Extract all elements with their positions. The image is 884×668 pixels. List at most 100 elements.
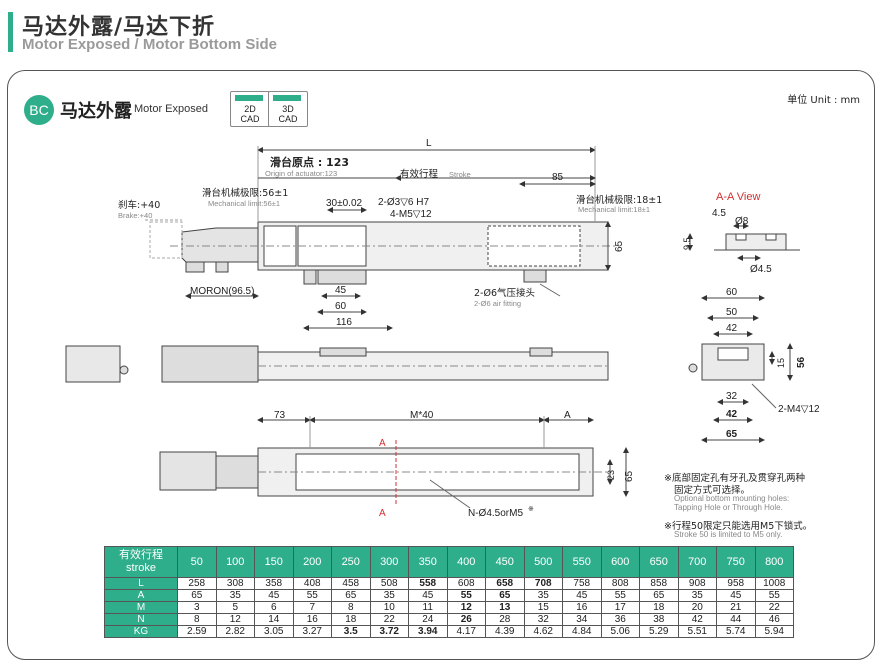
moron-dim: MORON(96.5) [190, 286, 254, 297]
stroke-col: 200 [292, 546, 332, 578]
bottom-view [159, 416, 629, 509]
table-cell: 358 [254, 577, 294, 590]
table-cell: 2.82 [215, 625, 255, 638]
table-cell: 45 [562, 589, 602, 602]
table-cell: 858 [639, 577, 679, 590]
table-cell: 65 [331, 589, 371, 602]
table-row: L 258 308 358 408 458 508 558 608 658 70… [104, 577, 794, 590]
table-cell: 12 [446, 601, 486, 614]
end-tap-spec: 2-M4▽12 [778, 404, 820, 415]
dim-85: 85 [552, 172, 564, 183]
stroke-col: 400 [446, 546, 486, 578]
n-hole-spec: N-Ø4.5orM5 [468, 508, 523, 519]
table-cell: 12 [215, 613, 255, 626]
table-cell: 26 [446, 613, 486, 626]
cad-3d-label: 3D [282, 104, 294, 114]
table-cell: 908 [677, 577, 717, 590]
table-cell: 34 [562, 613, 602, 626]
table-cell: 3.27 [292, 625, 332, 638]
stroke-cn: 有效行程 [400, 168, 439, 180]
note-mounting-cn: ※底部固定孔有牙孔及贯穿孔两种 [664, 473, 805, 484]
table-cell: 16 [292, 613, 332, 626]
dim-L: L [426, 138, 432, 149]
table-cell: 11 [408, 601, 448, 614]
table-cell: 6 [254, 601, 294, 614]
table-cell: 21 [716, 601, 756, 614]
end-dim-56: 56 [796, 356, 807, 368]
table-cell: 45 [716, 589, 756, 602]
table-cell: 13 [485, 601, 525, 614]
air-fitting-en: 2-Ø6 air fitting [474, 299, 521, 308]
end-dim-50: 50 [726, 307, 738, 318]
aa-dim-9-5: 9.5 [682, 237, 692, 250]
top-view [145, 146, 620, 331]
spec-panel: BC 马达外露 Motor Exposed 2D CAD 3D CAD 单位 U… [7, 70, 875, 660]
table-cell: 5.51 [677, 625, 717, 638]
stroke-col: 600 [600, 546, 640, 578]
table-cell: 308 [215, 577, 255, 590]
header-accent-bar [8, 12, 13, 52]
stroke-col: 550 [562, 546, 602, 578]
table-cell: 55 [292, 589, 332, 602]
stroke-col: 500 [523, 546, 563, 578]
end-dim-15: 15 [776, 358, 786, 368]
table-cell: 508 [369, 577, 409, 590]
table-cell: 18 [639, 601, 679, 614]
aa-dim-d4-5: Ø4.5 [750, 264, 772, 275]
table-cell: 32 [523, 613, 563, 626]
row-label-KG: KG [104, 625, 178, 638]
front-view [65, 345, 609, 383]
dim-73: 73 [274, 410, 286, 421]
table-cell: 65 [639, 589, 679, 602]
section-badge: BC [24, 95, 54, 125]
table-cell: 3 [177, 601, 217, 614]
motor-end [65, 345, 121, 383]
table-cell: 44 [716, 613, 756, 626]
table-cell: 608 [446, 577, 486, 590]
end-dim-32: 32 [726, 391, 738, 402]
table-cell: 808 [600, 577, 640, 590]
table-cell: 45 [408, 589, 448, 602]
row-label-M: M [104, 601, 178, 614]
dim-60: 60 [335, 301, 347, 312]
table-cell: 65 [177, 589, 217, 602]
table-cell: 4.62 [523, 625, 563, 638]
end-dim-65: 65 [726, 429, 738, 440]
table-cell: 3.72 [369, 625, 409, 638]
stroke-en: Stroke [449, 170, 471, 179]
table-cell: 4.17 [446, 625, 486, 638]
table-cell: 5.06 [600, 625, 640, 638]
table-cell: 3.05 [254, 625, 294, 638]
dim-30: 30±0.02 [326, 198, 363, 209]
table-cell: 22 [754, 601, 794, 614]
stroke-col: 800 [754, 546, 794, 578]
stroke-col: 150 [254, 546, 294, 578]
table-cell: 758 [562, 577, 602, 590]
note-mounting-cn-2: 固定方式可选择。 [674, 485, 751, 496]
page-subtitle: Motor Exposed / Motor Bottom Side [22, 36, 277, 53]
end-dim-42b: 42 [726, 409, 738, 420]
page-title: 马达外露/马达下折 [22, 15, 216, 40]
stroke-col: 300 [369, 546, 409, 578]
note-stroke50-en: Stroke 50 is limited to M5 only. [674, 530, 783, 539]
air-fitting-cn: 2-Ø6气压接头 [474, 287, 535, 299]
table-cell: 8 [177, 613, 217, 626]
table-row: N 8 12 14 16 18 22 24 26 28 32 34 36 38 … [104, 613, 794, 626]
cad-3d-label-2: CAD [278, 114, 298, 124]
table-cell: 17 [600, 601, 640, 614]
table-cell: 10 [369, 601, 409, 614]
table-cell: 3.94 [408, 625, 448, 638]
mech-right-en: Mechanical limit:18±1 [578, 205, 650, 214]
table-row: KG 2.59 2.82 3.05 3.27 3.5 3.72 3.94 4.1… [104, 625, 794, 638]
row-label-L: L [104, 577, 178, 590]
aa-view [687, 223, 800, 443]
table-cell: 15 [523, 601, 563, 614]
dim-m40: M*40 [410, 410, 434, 421]
table-cell: 42 [677, 613, 717, 626]
cad-2d-button[interactable]: 2D CAD [230, 91, 270, 127]
cad-3d-icon [273, 95, 301, 101]
cad-3d-button[interactable]: 3D CAD [268, 91, 308, 127]
